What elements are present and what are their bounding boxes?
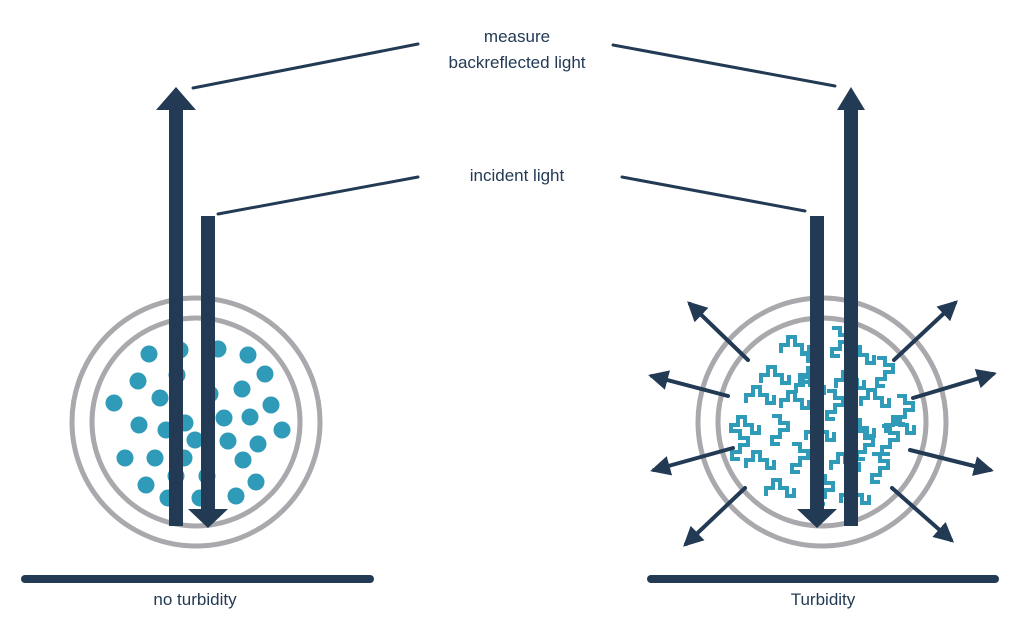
leader-lines [191, 42, 837, 216]
clear-particle [233, 380, 251, 398]
turbid-particle [730, 429, 750, 461]
scatter-arrow [890, 486, 955, 543]
turbid-particle [779, 390, 811, 410]
leader-incident-right [620, 175, 807, 213]
clear-particle [227, 487, 245, 505]
turbid-particle [770, 414, 790, 446]
clear-particle [239, 346, 257, 364]
left-backreflected-arrowhead [156, 87, 196, 110]
turbid-particle [880, 424, 900, 456]
turbid-particle [764, 478, 796, 498]
scatter-arrow [911, 369, 997, 400]
turbid-particle [875, 356, 895, 388]
clear-particle [140, 345, 158, 363]
clear-particle [137, 476, 155, 494]
left-vessel-outer-ring [69, 295, 323, 549]
clear-particle [105, 394, 123, 412]
scatter-arrow [908, 448, 994, 476]
right-backreflected-shaft [844, 108, 858, 526]
no-turbidity-caption: no turbidity [153, 590, 237, 609]
clear-particle [129, 372, 147, 390]
scatter-arrow [683, 486, 747, 547]
measure-label-line2: backreflected light [448, 53, 586, 72]
leader-measure-left [191, 42, 420, 90]
leader-measure-right [611, 43, 837, 88]
incident-light-label: incident light [469, 166, 565, 185]
scatter-arrow [687, 301, 750, 362]
clear-particle [186, 431, 204, 449]
turbid-particle [884, 415, 916, 435]
left-vessel-inner-ring [89, 315, 303, 529]
left-particles [105, 340, 291, 507]
left-sample [21, 87, 374, 583]
turbid-particle [744, 450, 776, 470]
clear-particle [256, 365, 274, 383]
turbid-particle [779, 335, 811, 355]
turbid-particle [870, 452, 890, 484]
turbid-particle [744, 385, 776, 405]
clear-particle [219, 432, 237, 450]
right-sample [647, 87, 999, 583]
right-backreflected-arrowhead [837, 87, 865, 110]
left-incident-arrowhead [188, 509, 228, 528]
leader-incident-left [216, 175, 420, 216]
measure-backreflected-label: measure backreflected light [412, 24, 622, 76]
turbid-particle [759, 365, 791, 385]
right-incident-arrowhead [797, 509, 837, 528]
left-backreflected-shaft [169, 108, 183, 526]
turbid-particle [859, 388, 891, 408]
scatter-arrow [648, 370, 730, 398]
scatter-arrow [892, 300, 958, 362]
clear-particle [146, 449, 164, 467]
clear-particle [273, 421, 291, 439]
turbidity-caption: Turbidity [790, 590, 856, 609]
measure-label-line1: measure [483, 27, 551, 46]
clear-particle [234, 451, 252, 469]
clear-particle [215, 409, 233, 427]
clear-particle [116, 449, 134, 467]
right-incident-shaft [810, 216, 824, 512]
clear-particle [151, 389, 169, 407]
turbid-particle [729, 415, 761, 435]
turbid-particle [790, 442, 810, 474]
clear-particle [249, 435, 267, 453]
scatter-arrows [648, 300, 997, 547]
turbid-particle [895, 394, 915, 426]
clear-particle [247, 473, 265, 491]
left-incident-shaft [201, 216, 215, 512]
clear-particle [262, 396, 280, 414]
clear-particle [241, 408, 259, 426]
scatter-arrow [650, 446, 735, 476]
clear-particle [130, 416, 148, 434]
turbid-particle [825, 389, 845, 421]
